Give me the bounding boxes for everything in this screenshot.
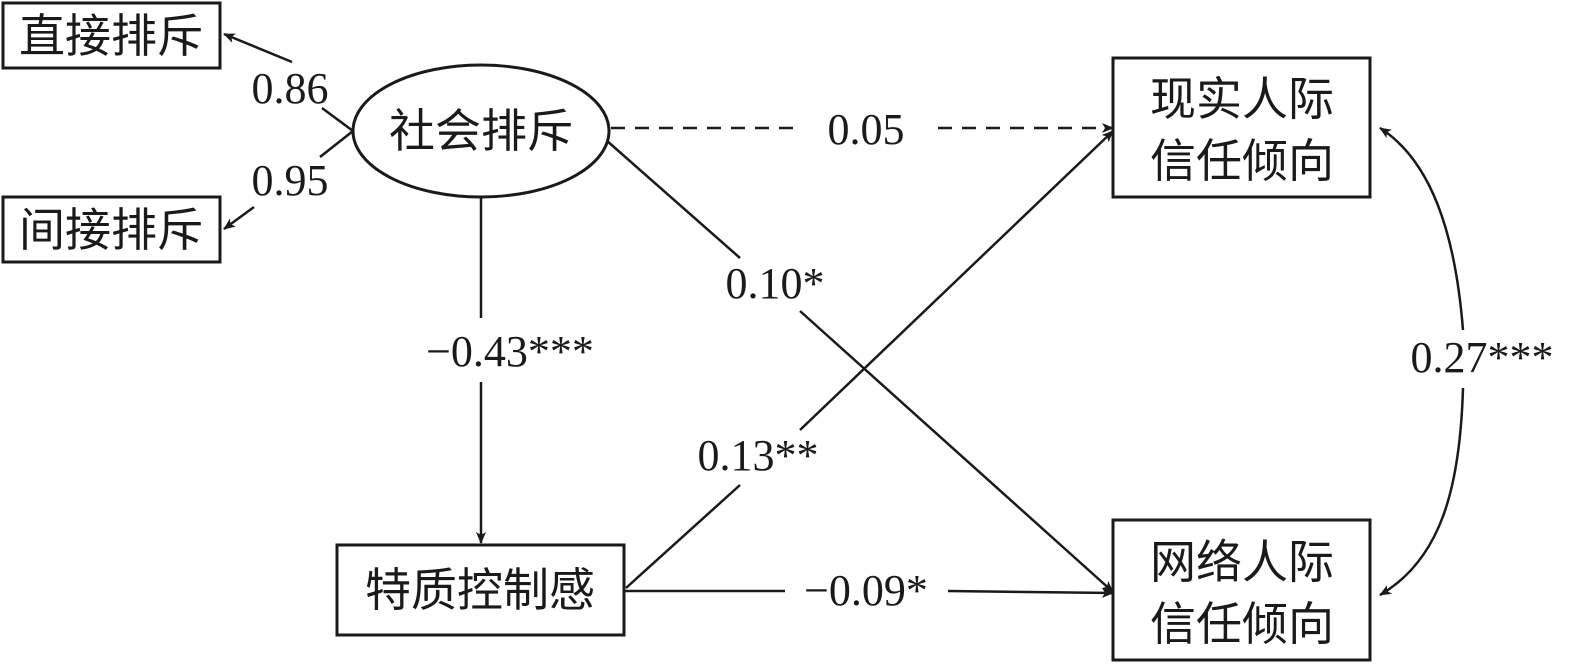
covariance-arc-bottom	[1379, 387, 1465, 597]
label-trait-control: 特质控制感	[365, 565, 595, 616]
label-indirect-exclusion: 间接排斥	[19, 205, 203, 256]
edge-exclusion-to-online-b	[799, 310, 1114, 593]
edge-exclusion-to-direct-tail	[321, 106, 354, 133]
edge-control-to-real-b	[799, 130, 1114, 431]
node-direct-exclusion	[1, 1, 222, 70]
label-online-trust-line2: 信任倾向	[1150, 599, 1334, 650]
node-trait-control	[335, 543, 626, 637]
edge-exclusion-to-direct	[223, 32, 293, 64]
label-real-trust-line2: 信任倾向	[1150, 136, 1334, 187]
coef-real-online-covariance: 0.27***	[1411, 333, 1554, 382]
coef-control-to-online: −0.09*	[804, 566, 928, 615]
edge-control-to-real-a	[625, 484, 741, 589]
node-indirect-exclusion	[1, 195, 222, 264]
coef-exclusion-to-real: 0.05	[828, 105, 905, 154]
node-real-trust	[1111, 56, 1372, 199]
label-social-exclusion: 社会排斥	[389, 106, 573, 157]
covariance-arc-top	[1379, 126, 1465, 331]
node-social-exclusion	[351, 63, 611, 199]
label-online-trust-line1: 网络人际	[1150, 537, 1334, 588]
label-real-trust-line1: 现实人际	[1150, 74, 1334, 125]
coef-loading-indirect: 0.95	[252, 156, 329, 205]
coef-exclusion-to-online: 0.10*	[726, 259, 825, 308]
edge-exclusion-to-indirect	[223, 205, 255, 231]
edge-exclusion-to-indirect-tail	[319, 130, 354, 158]
coef-exclusion-to-control: −0.43***	[426, 327, 594, 376]
coef-loading-direct: 0.86	[252, 64, 329, 113]
label-direct-exclusion: 直接排斥	[19, 11, 203, 62]
coef-control-to-real: 0.13**	[698, 431, 819, 480]
edge-exclusion-to-online-a	[605, 139, 741, 259]
edge-control-to-online-b	[947, 587, 1114, 598]
node-online-trust	[1111, 518, 1372, 662]
